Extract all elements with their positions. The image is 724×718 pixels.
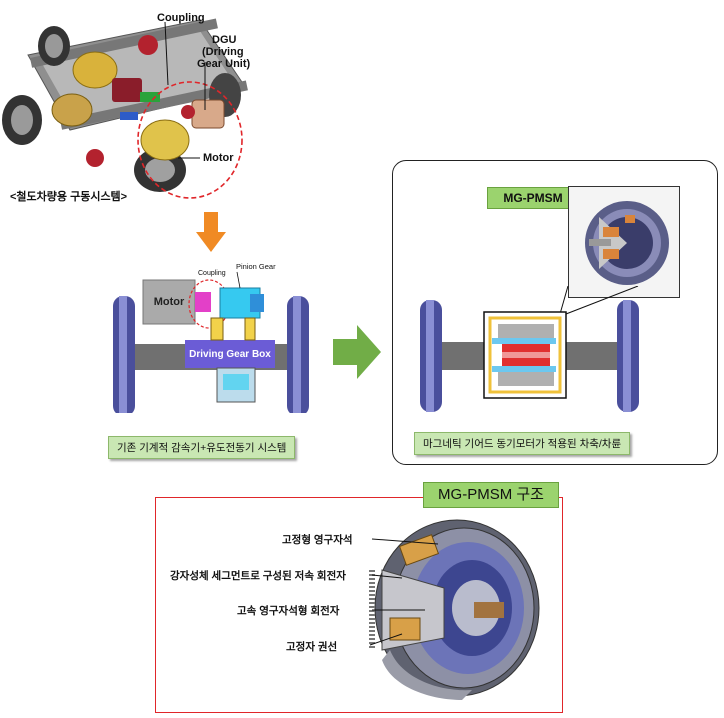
- structure-title: MG-PMSM 구조: [423, 482, 559, 508]
- dgu-label-line3: Gear Unit): [197, 58, 251, 70]
- structure-label-low-speed-rotor: 강자성체 세그먼트로 구성된 저속 회전자: [170, 570, 346, 582]
- dgu-label-line1: DGU: [212, 34, 237, 46]
- pinion-gear-label: Pinion Gear: [236, 262, 276, 271]
- down-arrow-icon: [196, 212, 226, 252]
- structure-label-fixed-magnet: 고정형 영구자석: [282, 534, 353, 546]
- structure-label-stator-winding: 고정자 권선: [286, 641, 338, 653]
- bogie-drawing: [2, 18, 248, 199]
- bogie-illustration: [0, 0, 260, 205]
- motor-label: Motor: [203, 152, 234, 164]
- mgpmsm-photo-inset: [568, 186, 680, 298]
- mgpmsm-axle-drawing: [412, 292, 652, 422]
- inset-connector-lines: [559, 286, 639, 315]
- mgpmsm-caption: 마그네틱 기어드 동기모터가 적용된 차축/차륜: [414, 432, 631, 455]
- structure-label-high-speed-rotor: 고속 영구자석형 회전자: [237, 605, 340, 617]
- driving-gear-box-text: Driving Gear Box: [189, 348, 271, 360]
- conventional-drawing: [105, 258, 320, 416]
- motor-box-label: Motor: [143, 280, 195, 324]
- conventional-coupling-label: Coupling: [198, 270, 226, 277]
- right-arrow-icon: [333, 325, 381, 379]
- structure-leader-lines: [369, 538, 439, 646]
- conventional-caption: 기존 기계적 감속기+유도전동기 시스템: [108, 436, 296, 459]
- dgu-label-line2: (Driving: [202, 46, 244, 58]
- motor-box-text: Motor: [153, 296, 185, 308]
- mgpmsm-tag: MG-PMSM: [487, 187, 579, 209]
- bogie-caption: <철도차량용 구동시스템>: [10, 191, 128, 203]
- motor-photo-icon: [585, 201, 669, 285]
- coupling-label: Coupling: [157, 12, 205, 24]
- driving-gear-box-label: Driving Gear Box: [185, 340, 275, 368]
